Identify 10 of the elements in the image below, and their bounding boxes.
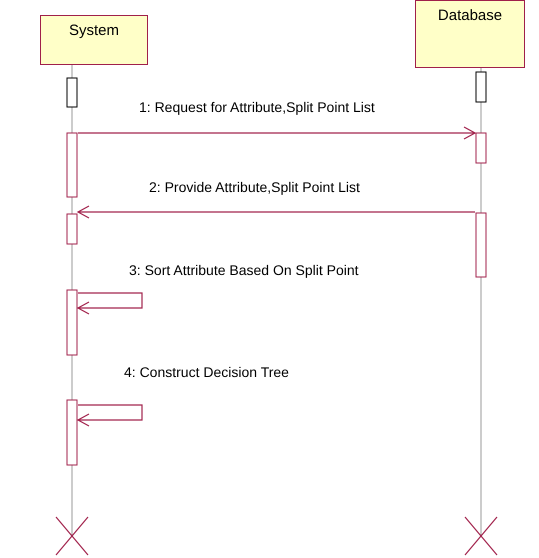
arrow (77, 205, 475, 219)
edge-label: 3: Sort Attribute Based On Split Point (128, 262, 360, 278)
edge-label: 4: Construct Decision Tree (123, 364, 290, 380)
arrow (77, 292, 143, 315)
edge-label: 1: Request for Attribute,Split Point List (138, 99, 376, 115)
lifeline-head-box: System (40, 15, 148, 65)
lifeline-head-box: Database (415, 0, 525, 68)
edge-label: 2: Provide Attribute,Split Point List (148, 179, 361, 195)
arrow (78, 126, 476, 140)
arrow (77, 404, 143, 427)
